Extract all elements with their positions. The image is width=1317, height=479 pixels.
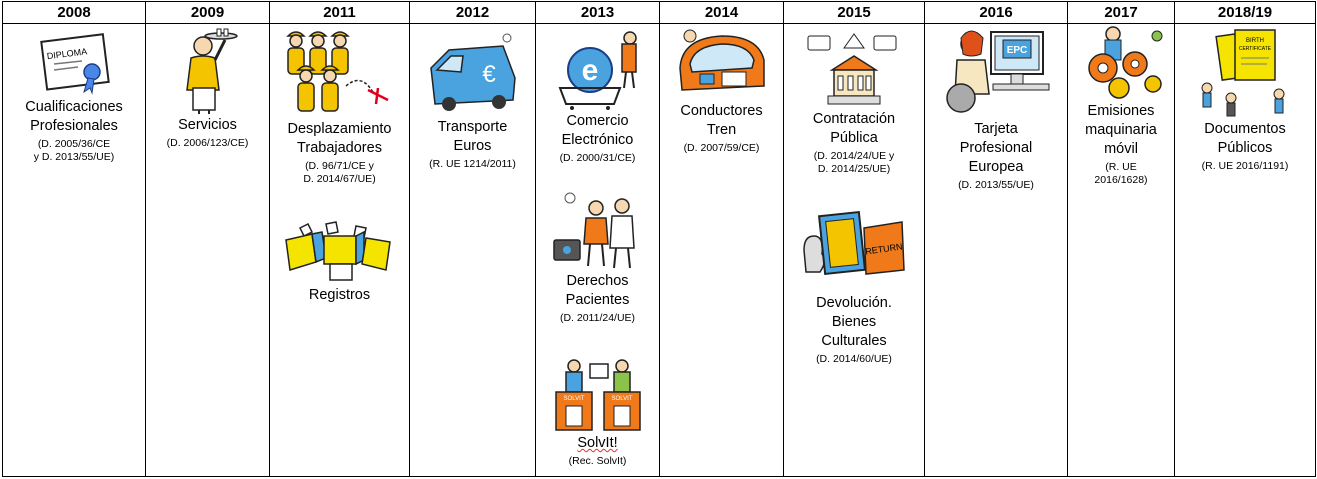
patient-doctor-icon [552, 192, 635, 269]
solvit-sign: SOLVIT [611, 396, 632, 402]
year-header: 2008 [2, 1, 146, 24]
diploma-icon: DIPLOMA [40, 33, 110, 95]
item-reference: (R. UE 2016/1191) [1201, 160, 1289, 172]
year-header: 2014 [659, 1, 784, 24]
waiter-icon [185, 28, 238, 114]
year-header: 2011 [269, 1, 410, 24]
machinery-icon [1088, 26, 1163, 99]
year-header-row: 2008 2009 2011 2012 2013 2014 2015 2016 … [2, 1, 1316, 24]
public-building-icon [807, 33, 897, 105]
item-reference: (Rec. SolvIt) [568, 455, 627, 467]
public-documents-icon: BIRTH CERTIFICATE [1201, 29, 1285, 117]
item-reference: (D. 2011/24/UE) [559, 312, 636, 324]
train-icon [678, 29, 765, 91]
year-cell-2009: Servicios (D. 2006/123/CE) [145, 23, 270, 477]
year-header: 2017 [1067, 1, 1175, 24]
epc-computer-icon: EPC [946, 30, 1050, 113]
svg-text:€: € [482, 61, 496, 88]
diploma-label: DIPLOMA [46, 46, 87, 61]
item-name: Registros [308, 287, 371, 303]
item-reference: (D. 2006/123/CE) [166, 137, 249, 149]
item-name: Servicios [178, 117, 237, 133]
year-header: 2009 [145, 1, 270, 24]
year-header: 2015 [783, 1, 925, 24]
epc-label: EPC [1007, 45, 1028, 56]
year-header: 2016 [924, 1, 1068, 24]
cultural-goods-icon: RETURN [803, 210, 905, 276]
item-solvit: SOLVIT SOLVIT SolvIt! (Rec. SolvIt) [536, 354, 659, 468]
ecommerce-icon: e [558, 31, 637, 110]
item-reference: (D. 2014/60/UE) [816, 353, 892, 365]
item-servicios: Servicios (D. 2006/123/CE) [146, 28, 269, 150]
solvit-sign: SOLVIT [563, 396, 584, 402]
solvit-desk-icon: SOLVIT SOLVIT [554, 359, 641, 431]
certificate-label: CERTIFICATE [1239, 46, 1272, 52]
file-drawers-icon [284, 221, 391, 281]
item-reference: (D. 2013/55/UE) [958, 179, 1034, 191]
year-header: 2013 [535, 1, 660, 24]
workers-icon [285, 31, 389, 112]
year-header: 2018/19 [1174, 1, 1316, 24]
svg-text:e: e [581, 54, 598, 87]
item-registros: Registros [270, 220, 409, 305]
item-name: SolvIt! [577, 435, 618, 451]
year-header: 2012 [409, 1, 536, 24]
birth-label: BIRTH [1246, 38, 1264, 44]
item-reference: (D. 2000/31/CE) [559, 152, 636, 164]
euro-van-icon: € [429, 33, 516, 111]
item-reference: (R. UE 1214/2011) [429, 158, 516, 170]
item-reference: (D. 2007/59/CE) [683, 142, 760, 154]
